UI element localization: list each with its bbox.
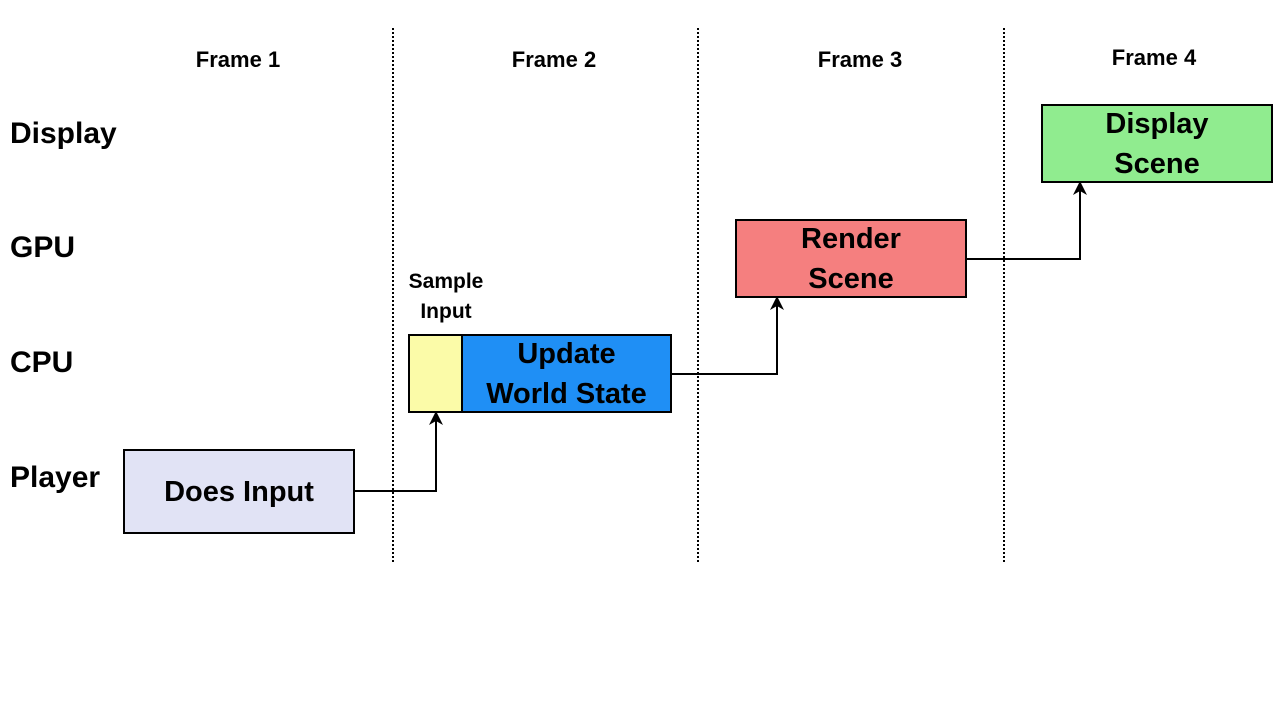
row-label-display: Display <box>10 117 117 150</box>
arrow-update-to-render <box>672 296 784 375</box>
frame-label-2: Frame 2 <box>511 47 597 72</box>
does-input-box: Does Input <box>123 449 355 534</box>
arrow-render-to-display <box>967 181 1087 260</box>
render-scene-box: Render Scene <box>735 219 967 298</box>
sample-input-label: Sample Input <box>408 270 484 323</box>
display-scene-box: Display Scene <box>1041 104 1273 183</box>
frame-divider-1 <box>392 28 394 562</box>
frame-divider-3 <box>1003 28 1005 562</box>
arrow-input-to-sample <box>355 411 443 492</box>
sample-input-box <box>408 334 465 413</box>
frame-label-4: Frame 4 <box>1111 45 1197 70</box>
update-world-state-box: Update World State <box>461 334 672 413</box>
row-label-player: Player <box>10 461 101 494</box>
row-label-cpu: CPU <box>10 346 74 379</box>
row-label-gpu: GPU <box>10 231 76 264</box>
frame-label-3: Frame 3 <box>817 47 903 72</box>
frame-label-1: Frame 1 <box>195 47 281 72</box>
frame-divider-2 <box>697 28 699 562</box>
